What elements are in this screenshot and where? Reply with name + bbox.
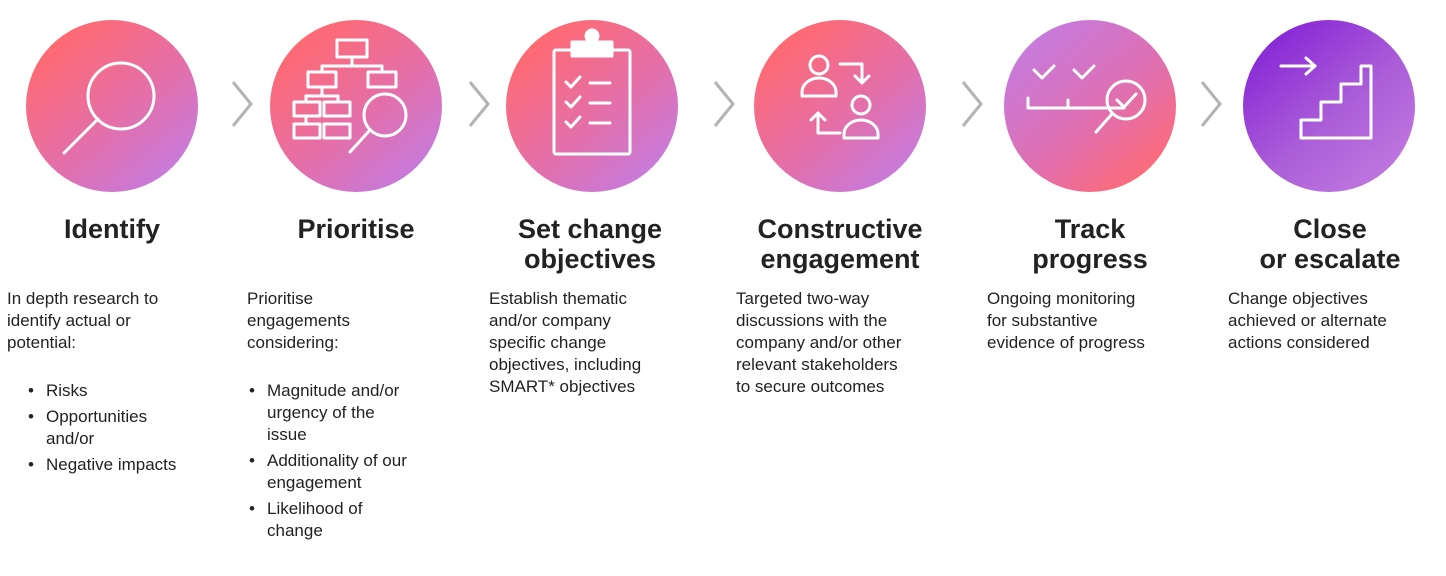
step-title-prioritise: Prioritise [256, 214, 456, 244]
desc-line: specific change [489, 333, 607, 352]
step-prioritise-circle [270, 20, 442, 192]
title-line: progress [1032, 244, 1148, 274]
step-desc-set-change-objectives: Establish thematic and/or company specif… [489, 288, 704, 398]
step-desc-prioritise: Prioritise engagements considering: [247, 288, 457, 354]
desc-line: relevant stakeholders [736, 355, 898, 374]
bullet-line: engagement [267, 473, 362, 492]
step-title-identify: Identify [16, 214, 208, 244]
bullet-line: issue [267, 425, 307, 444]
desc-line: Establish thematic [489, 289, 627, 308]
title-line: objectives [523, 244, 657, 274]
desc-line: evidence of progress [987, 333, 1145, 352]
desc-line: Prioritise [247, 289, 314, 308]
title-line: engagement [760, 244, 920, 274]
stairs-arrow-icon [1279, 56, 1373, 140]
desc-line: objectives, including [489, 355, 642, 374]
bullet-line: and/or [46, 429, 95, 448]
desc-line: Change objectives [1228, 289, 1368, 308]
desc-line: and/or company [489, 311, 611, 330]
desc-line: company and/or other [736, 333, 902, 352]
title-line: Constructive [757, 214, 923, 244]
step-title-constructive-engagement: Constructive engagement [735, 214, 945, 274]
bullet-line: change [267, 521, 323, 540]
chevron-right-icon [713, 81, 735, 127]
desc-line: Targeted two-way [736, 289, 870, 308]
step-desc-constructive-engagement: Targeted two-way discussions with the co… [736, 288, 961, 398]
desc-line: engagements [247, 311, 351, 330]
chevron-right-icon [961, 81, 983, 127]
title-line: Set change [517, 214, 663, 244]
magnifier-icon [62, 61, 156, 155]
clipboard-checklist-icon [552, 28, 632, 156]
bullet-line: Likelihood of [267, 499, 363, 518]
step-constructive-engagement-circle [754, 20, 926, 192]
desc-line: discussions with the [736, 311, 888, 330]
chevron-right-icon [468, 81, 490, 127]
desc-line: Ongoing monitoring [987, 289, 1136, 308]
title-line: Close [1293, 214, 1367, 244]
list-item: Opportunities and/or [26, 406, 226, 450]
title-line: Identify [63, 214, 160, 244]
list-item: Negative impacts [26, 454, 226, 476]
step-desc-close-escalate: Change objectives achieved or alternate … [1228, 288, 1443, 354]
desc-line: considering: [247, 333, 339, 352]
step-close-escalate-circle [1243, 20, 1415, 192]
desc-line: identify actual or [7, 311, 131, 330]
bullet-line: urgency of the [267, 403, 375, 422]
title-line: or escalate [1259, 244, 1401, 274]
bullet-line: Magnitude and/or [267, 381, 400, 400]
step-desc-track-progress: Ongoing monitoring for substantive evide… [987, 288, 1202, 354]
chevron-right-icon [231, 81, 253, 127]
list-item: Additionality of our engagement [247, 450, 462, 494]
step-title-set-change-objectives: Set change objectives [490, 214, 690, 274]
desc-line: SMART* objectives [489, 377, 636, 396]
list-item: Likelihood of change [247, 498, 462, 542]
hierarchy-search-icon [292, 38, 408, 154]
step-identify-circle [26, 20, 198, 192]
bullet-line: Negative impacts [46, 455, 177, 474]
checks-magnifier-icon [1026, 64, 1147, 134]
desc-line: for substantive [987, 311, 1098, 330]
step-desc-identify: In depth research to identify actual or … [7, 288, 222, 354]
title-line: Prioritise [297, 214, 415, 244]
desc-line: achieved or alternate [1228, 311, 1387, 330]
bullet-line: Additionality of our [267, 451, 407, 470]
desc-line: actions considered [1228, 333, 1370, 352]
step-title-close-escalate: Close or escalate [1230, 214, 1430, 274]
title-line: Track [1054, 214, 1126, 244]
prioritise-bullet-list: Magnitude and/or urgency of the issue Addi… [247, 380, 462, 546]
bullet-line: Opportunities [46, 407, 148, 426]
two-way-people-icon [800, 54, 880, 140]
step-set-objectives-circle [506, 20, 678, 192]
list-item: Risks [26, 380, 226, 402]
chevron-right-icon [1200, 81, 1222, 127]
identify-bullet-list: Risks Opportunities and/or Negative impac… [26, 380, 226, 480]
bullet-line: Risks [46, 381, 88, 400]
list-item: Magnitude and/or urgency of the issue [247, 380, 462, 446]
desc-line: to secure outcomes [736, 377, 885, 396]
desc-line: potential: [7, 333, 76, 352]
step-title-track-progress: Track progress [990, 214, 1190, 274]
step-track-progress-circle [1004, 20, 1176, 192]
desc-line: In depth research to [7, 289, 159, 308]
